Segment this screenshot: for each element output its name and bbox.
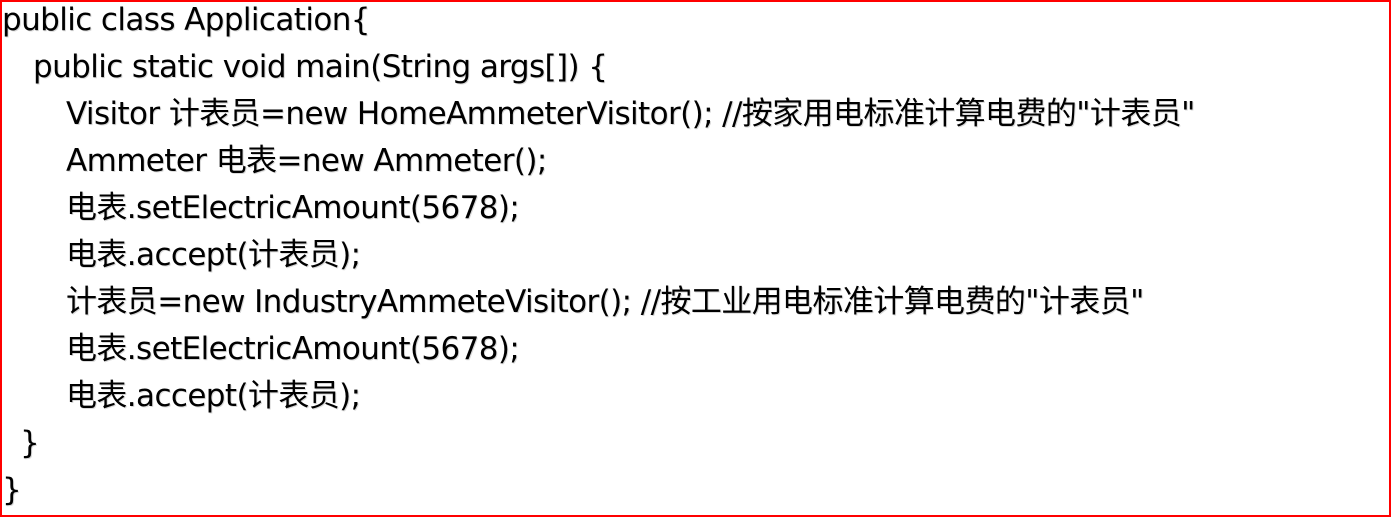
code-line-class-declaration: public class Application{: [2, 2, 370, 38]
code-line-ammeter-new: Ammeter 电表=new Ammeter();: [66, 143, 547, 179]
code-line-industry-visitor: 计表员=new IndustryAmmeteVisitor(); //按工业用电…: [66, 284, 1144, 320]
code-line-method-close-brace: }: [20, 425, 40, 461]
code-line-main-method: public static void main(String args[]) {: [33, 49, 608, 85]
code-line-accept-1: 电表.accept(计表员);: [66, 237, 361, 273]
code-line-accept-2: 电表.accept(计表员);: [66, 378, 361, 414]
code-line-home-visitor: Visitor 计表员=new HomeAmmeterVisitor(); //…: [66, 96, 1195, 132]
code-line-class-close-brace: }: [2, 472, 22, 508]
code-line-set-amount-2: 电表.setElectricAmount(5678);: [66, 331, 520, 367]
code-line-set-amount-1: 电表.setElectricAmount(5678);: [66, 190, 520, 226]
